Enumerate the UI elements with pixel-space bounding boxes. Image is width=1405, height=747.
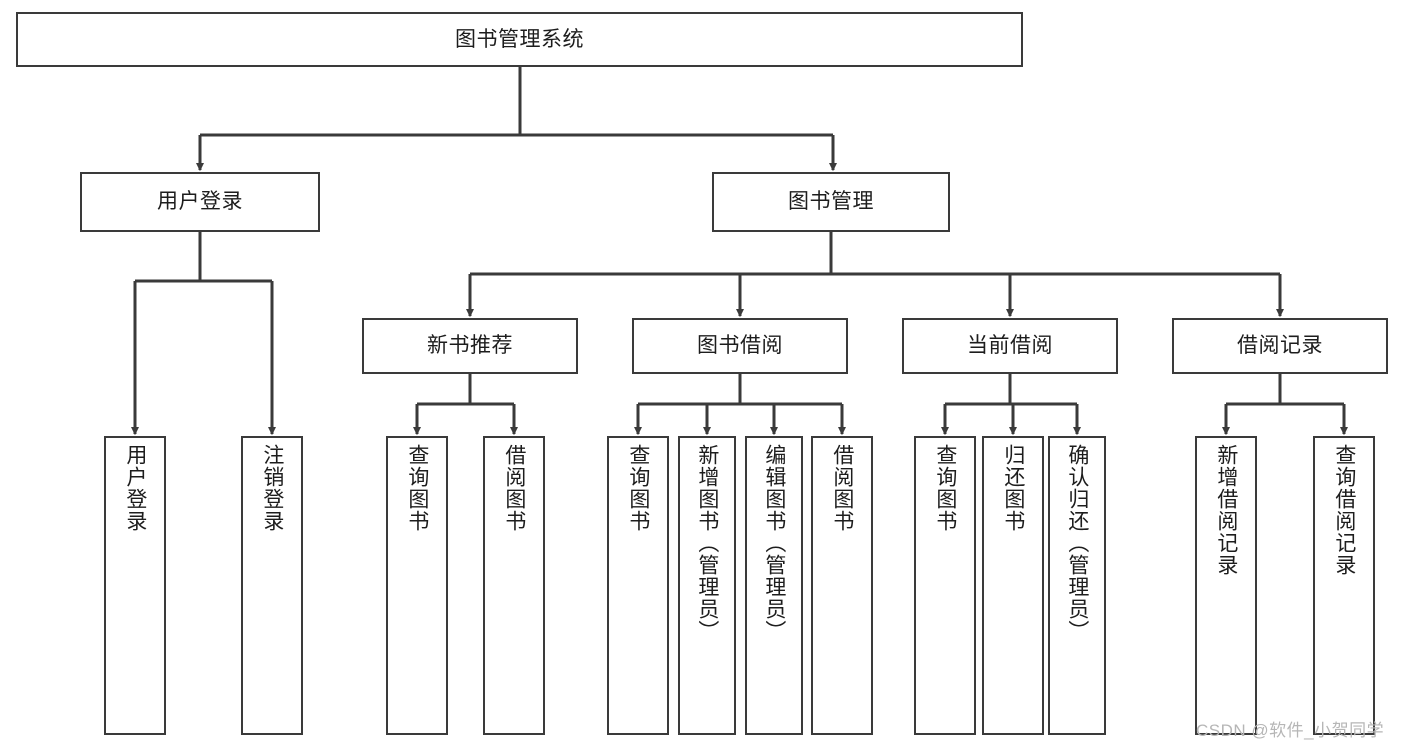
- leaf-borrow-lend-book-label: 借阅图书: [830, 444, 854, 532]
- leaf-user-logout[interactable]: 注销登录: [241, 436, 303, 735]
- leaf-current-query-book[interactable]: 查询图书: [914, 436, 976, 735]
- leaf-borrow-add-book-admin[interactable]: 新增图书（管理员）: [678, 436, 736, 735]
- leaf-current-confirm-return-admin[interactable]: 确认归还（管理员）: [1048, 436, 1106, 735]
- leaf-borrow-edit-book-admin-label: 编辑图书（管理员）: [762, 444, 786, 642]
- node-current-borrow-label: 当前借阅: [967, 334, 1053, 358]
- node-new-book-recommend[interactable]: 新书推荐: [362, 318, 578, 374]
- node-root[interactable]: 图书管理系统: [16, 12, 1023, 67]
- leaf-records-query-record-label: 查询借阅记录: [1332, 444, 1356, 576]
- leaf-newbook-query-book-label: 查询图书: [405, 444, 429, 532]
- leaf-newbook-borrow-book-label: 借阅图书: [502, 444, 526, 532]
- leaf-borrow-lend-book[interactable]: 借阅图书: [811, 436, 873, 735]
- leaf-records-query-record[interactable]: 查询借阅记录: [1313, 436, 1375, 735]
- leaf-records-add-record[interactable]: 新增借阅记录: [1195, 436, 1257, 735]
- leaf-current-return-book[interactable]: 归还图书: [982, 436, 1044, 735]
- node-root-label: 图书管理系统: [455, 27, 584, 51]
- leaf-newbook-borrow-book[interactable]: 借阅图书: [483, 436, 545, 735]
- leaf-current-return-book-label: 归还图书: [1001, 444, 1025, 532]
- leaf-borrow-edit-book-admin[interactable]: 编辑图书（管理员）: [745, 436, 803, 735]
- node-book-borrow[interactable]: 图书借阅: [632, 318, 848, 374]
- leaf-current-confirm-return-admin-label: 确认归还（管理员）: [1065, 444, 1089, 642]
- leaf-borrow-query-book-label: 查询图书: [626, 444, 650, 532]
- node-book-management-label: 图书管理: [788, 190, 874, 214]
- csdn-watermark: CSDN @软件_小贺同学: [1196, 721, 1385, 740]
- node-book-management[interactable]: 图书管理: [712, 172, 950, 232]
- node-borrow-records[interactable]: 借阅记录: [1172, 318, 1388, 374]
- leaf-current-query-book-label: 查询图书: [933, 444, 957, 532]
- leaf-records-add-record-label: 新增借阅记录: [1214, 444, 1238, 576]
- node-current-borrow[interactable]: 当前借阅: [902, 318, 1118, 374]
- node-user-login-label: 用户登录: [157, 190, 243, 214]
- node-borrow-records-label: 借阅记录: [1237, 334, 1323, 358]
- leaf-user-logout-label: 注销登录: [260, 444, 284, 532]
- node-user-login[interactable]: 用户登录: [80, 172, 320, 232]
- leaf-user-login[interactable]: 用户登录: [104, 436, 166, 735]
- leaf-newbook-query-book[interactable]: 查询图书: [386, 436, 448, 735]
- node-book-borrow-label: 图书借阅: [697, 334, 783, 358]
- leaf-borrow-add-book-admin-label: 新增图书（管理员）: [695, 444, 719, 642]
- leaf-borrow-query-book[interactable]: 查询图书: [607, 436, 669, 735]
- node-new-book-recommend-label: 新书推荐: [427, 334, 513, 358]
- leaf-user-login-label: 用户登录: [123, 444, 147, 532]
